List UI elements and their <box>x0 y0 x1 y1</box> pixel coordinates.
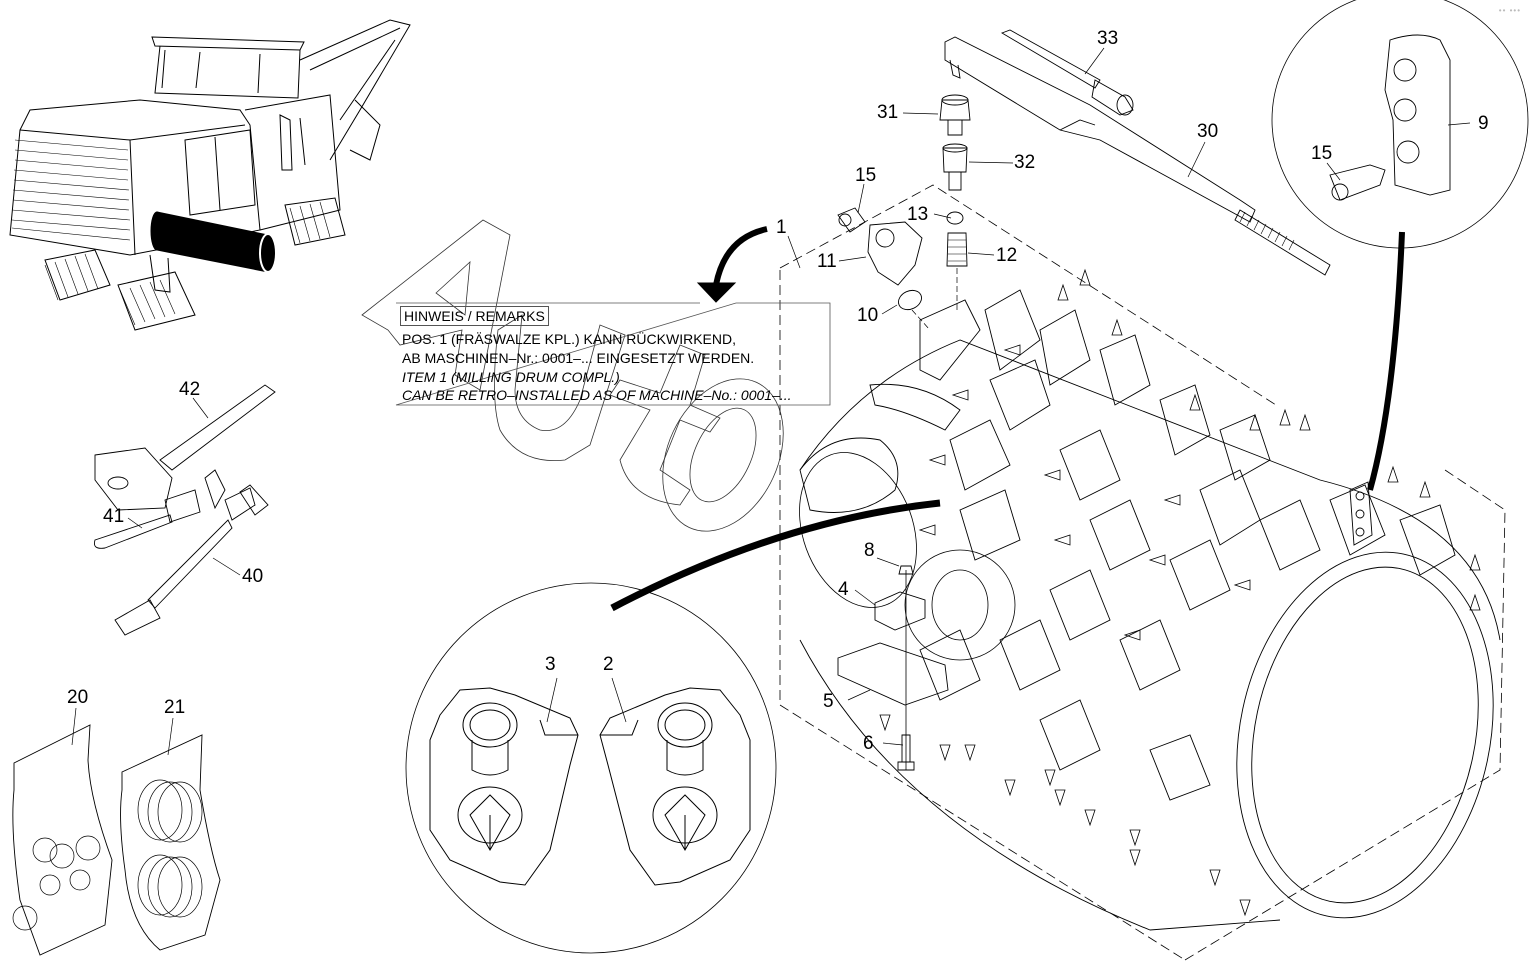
callout-40[interactable]: 40 <box>242 566 264 587</box>
holder-detail-circle[interactable] <box>405 582 777 954</box>
callout-41[interactable]: 41 <box>103 506 125 527</box>
callout-11[interactable]: 11 <box>817 251 837 272</box>
holder-11[interactable] <box>867 221 923 286</box>
holder-block-detail-circle[interactable] <box>1271 0 1529 249</box>
callout-8[interactable]: 8 <box>864 540 875 561</box>
remarks-line-en-2: CAN BE RETRO–INSTALLED AS OF MACHINE–No.… <box>402 387 792 403</box>
ejector-pointer-bar <box>1367 231 1405 491</box>
callout-2[interactable]: 2 <box>603 654 614 675</box>
pick-15-top[interactable] <box>837 207 866 233</box>
front-right-track <box>117 271 196 331</box>
hammer-42[interactable] <box>94 384 276 511</box>
callout-1[interactable]: 1 <box>776 217 787 238</box>
rear-track <box>284 197 346 246</box>
callout-21[interactable]: 21 <box>164 697 186 718</box>
callout-15-detail[interactable]: 15 <box>1311 143 1333 164</box>
callout-30[interactable]: 30 <box>1197 121 1219 142</box>
callout-12[interactable]: 12 <box>996 245 1018 266</box>
leader-lines <box>71 47 1471 756</box>
remarks-line-en-1: ITEM 1 (MILLING DRUM COMPL.) <box>402 369 620 385</box>
remarks-line-de-2: AB MASCHINEN–Nr.: 0001–... EINGESETZT WE… <box>402 350 755 366</box>
callout-33[interactable]: 33 <box>1097 28 1119 49</box>
callout-13[interactable]: 13 <box>907 204 929 225</box>
callout-9[interactable]: 9 <box>1478 113 1489 134</box>
tool-40[interactable] <box>114 484 269 636</box>
callout-20[interactable]: 20 <box>67 687 89 708</box>
callout-5[interactable]: 5 <box>823 691 834 712</box>
tool-holders <box>919 289 1456 801</box>
adapter-31[interactable] <box>939 94 971 136</box>
corner-indicator: •• ••• <box>1498 6 1521 15</box>
remarks-frame <box>395 302 831 406</box>
detail-pointer-bar <box>610 499 941 612</box>
callout-31[interactable]: 31 <box>877 102 899 123</box>
sleeve-12[interactable] <box>946 232 968 267</box>
milling-drum[interactable] <box>799 268 1526 942</box>
detail-overlay-circles <box>799 452 1016 661</box>
callout-42[interactable]: 42 <box>179 379 201 400</box>
front-left-track <box>44 249 111 301</box>
callout-32[interactable]: 32 <box>1014 152 1036 173</box>
nut-13[interactable] <box>946 211 964 225</box>
watermark <box>361 219 784 532</box>
highlighted-drum <box>150 211 277 273</box>
bag-21[interactable] <box>120 734 221 951</box>
tool-holder-3 <box>429 687 579 886</box>
curved-arrow-icon <box>696 226 768 303</box>
wedge-assembly[interactable] <box>837 565 949 771</box>
machine-overview[interactable] <box>9 19 411 331</box>
tool-holder-2 <box>599 687 751 886</box>
ring-10[interactable] <box>895 287 924 313</box>
bag-20[interactable] <box>12 724 113 956</box>
extension-bar-33[interactable] <box>1000 29 1134 116</box>
drum-boundary <box>779 184 1506 961</box>
callout-15-top[interactable]: 15 <box>855 165 877 186</box>
remarks-title: HINWEIS / REMARKS <box>400 306 549 326</box>
remarks-line-de-1: POS. 1 (FRÄSWALZE KPL.) KANN RÜCKWIRKEND… <box>402 331 736 347</box>
tool-41[interactable] <box>94 469 226 549</box>
torque-wrench[interactable] <box>944 36 1331 276</box>
assembly-dashed-line <box>911 268 958 331</box>
socket-32[interactable] <box>942 143 968 191</box>
callout-3[interactable]: 3 <box>545 654 556 675</box>
callout-10[interactable]: 10 <box>857 305 879 326</box>
callout-4[interactable]: 4 <box>838 579 849 600</box>
picks <box>879 268 1481 917</box>
callout-6[interactable]: 6 <box>863 733 874 754</box>
